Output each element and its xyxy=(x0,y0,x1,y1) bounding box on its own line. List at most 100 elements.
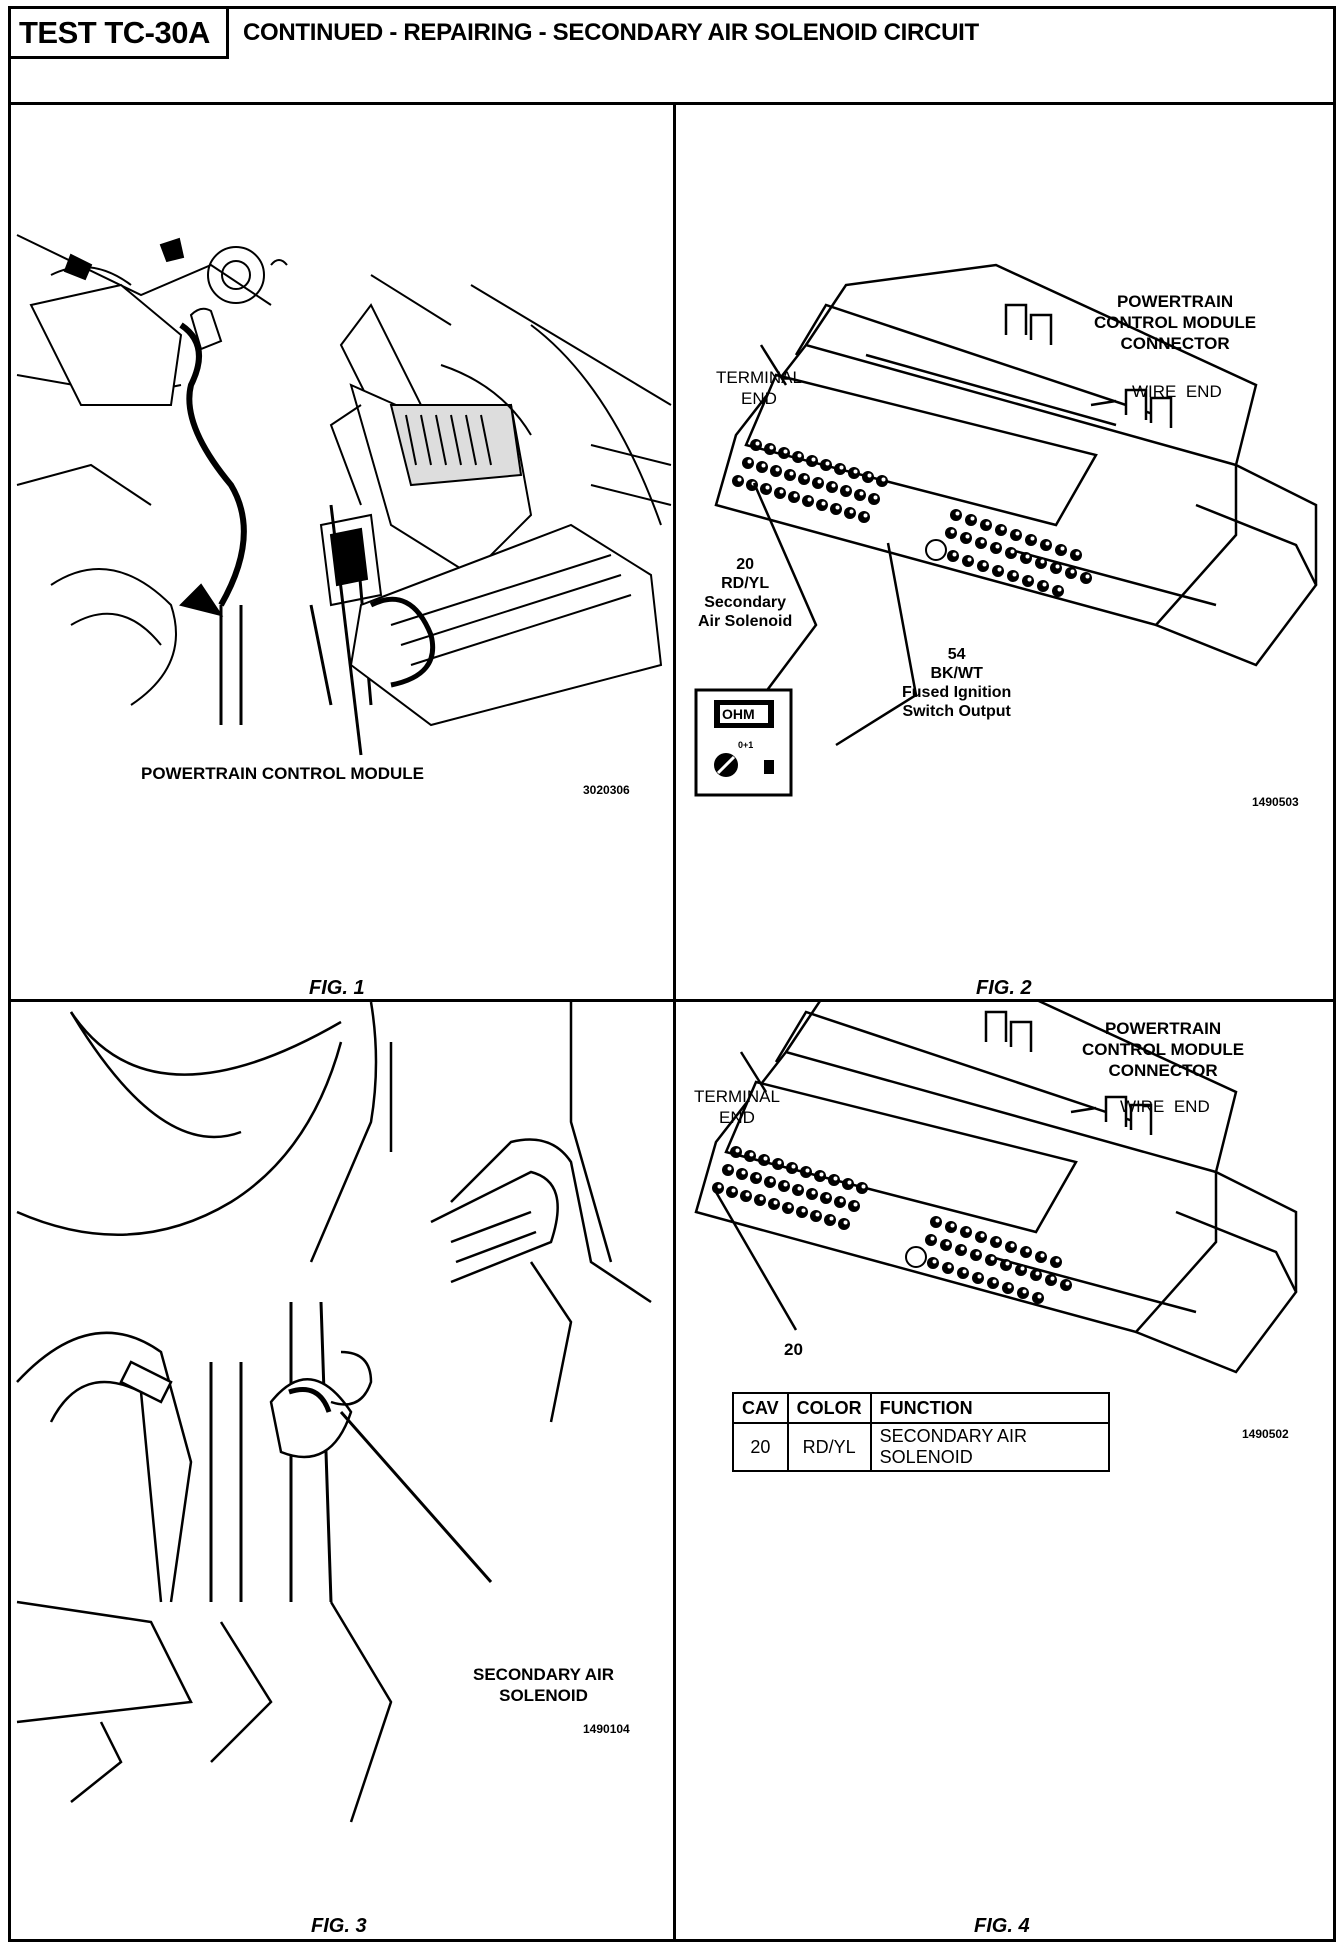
connector-pin xyxy=(862,471,874,483)
connector-pin xyxy=(868,493,880,505)
connector-pin xyxy=(712,1182,724,1194)
connector-pin xyxy=(1037,580,1049,592)
connector-pin-highlight xyxy=(759,1196,764,1201)
horizontal-divider xyxy=(11,999,1333,1002)
connector-pin-highlight xyxy=(833,1176,838,1181)
fig4-pin-label: 20 xyxy=(784,1340,803,1359)
connector-pin-highlight xyxy=(843,1220,848,1225)
connector-pin xyxy=(740,1190,752,1202)
connector-pin xyxy=(940,1239,952,1251)
connector-pin-highlight xyxy=(825,1194,830,1199)
cell-color: RD/YL xyxy=(786,1422,872,1472)
connector-pin xyxy=(970,1249,982,1261)
connector-pin-highlight xyxy=(997,567,1002,572)
connector-pin xyxy=(1070,549,1082,561)
test-id: TEST TC-30A xyxy=(11,9,229,59)
connector-pin-highlight xyxy=(932,1259,937,1264)
connector-pin xyxy=(784,469,796,481)
connector-pin-highlight xyxy=(935,1218,940,1223)
connector-pin-highlight xyxy=(995,544,1000,549)
connector-pin-highlight xyxy=(863,513,868,518)
connector-pin-highlight xyxy=(1037,1294,1042,1299)
connector-pin-highlight xyxy=(960,1246,965,1251)
connector-pin-highlight xyxy=(1085,574,1090,579)
connector-pin-highlight xyxy=(783,449,788,454)
connector-pin-highlight xyxy=(821,501,826,506)
fig2-meter-display: OHM xyxy=(722,706,755,722)
fig4-code: 1490502 xyxy=(1242,1427,1289,1441)
connector-pin xyxy=(1030,1269,1042,1281)
connector-pin-highlight xyxy=(1075,551,1080,556)
connector-pin xyxy=(987,1277,999,1289)
connector-pin xyxy=(750,1172,762,1184)
fig1-engine-illustration xyxy=(16,234,672,756)
connector-pin-highlight xyxy=(1025,1248,1030,1253)
connector-pin-highlight xyxy=(1015,531,1020,536)
connector-pin xyxy=(792,451,804,463)
connector-pin-highlight xyxy=(950,1223,955,1228)
connector-pin xyxy=(975,1231,987,1243)
connector-pin-highlight xyxy=(1060,546,1065,551)
connector-pin xyxy=(840,485,852,497)
connector-pin-highlight xyxy=(755,441,760,446)
fig3-solenoid-illustration xyxy=(16,1002,652,1823)
connector-pin-highlight xyxy=(1055,564,1060,569)
connector-pin-highlight xyxy=(793,493,798,498)
connector-pin xyxy=(945,1221,957,1233)
connector-pin-highlight xyxy=(1040,1253,1045,1258)
connector-pin xyxy=(927,1257,939,1269)
cell-function: SECONDARY AIR SOLENOID xyxy=(869,1422,1110,1472)
connector-pin-highlight xyxy=(839,1198,844,1203)
connector-pin xyxy=(1007,570,1019,582)
connector-pin xyxy=(826,481,838,493)
connector-pin xyxy=(1055,544,1067,556)
connector-pin-highlight xyxy=(731,1188,736,1193)
connector-pin-highlight xyxy=(945,1241,950,1246)
connector-pin-highlight xyxy=(741,1170,746,1175)
fig4-terminal-end: TERMINAL END xyxy=(694,1087,780,1127)
connector-pin-highlight xyxy=(1042,582,1047,587)
fig4-pins xyxy=(712,1146,1072,1304)
fig2-code: 1490503 xyxy=(1252,795,1299,809)
fig2-pin20-label: 20 RD/YL Secondary Air Solenoid xyxy=(698,556,793,630)
connector-pin xyxy=(774,487,786,499)
connector-pin xyxy=(814,1170,826,1182)
connector-pin-highlight xyxy=(992,1279,997,1284)
connector-pin xyxy=(744,1150,756,1162)
page-title: CONTINUED - REPAIRING - SECONDARY AIR SO… xyxy=(243,19,979,46)
connector-pin-highlight xyxy=(747,459,752,464)
connector-pin xyxy=(945,527,957,539)
connector-pin-highlight xyxy=(755,1174,760,1179)
connector-pin-highlight xyxy=(805,1168,810,1173)
header: TEST TC-30A CONTINUED - REPAIRING - SECO… xyxy=(11,9,1333,105)
connector-pin xyxy=(975,537,987,549)
connector-pin xyxy=(778,447,790,459)
connector-pin-highlight xyxy=(791,1164,796,1169)
connector-pin xyxy=(732,475,744,487)
connector-pin xyxy=(990,1236,1002,1248)
connector-pin xyxy=(1050,1256,1062,1268)
connector-pin-highlight xyxy=(1040,559,1045,564)
fig2-pin54-label: 54 BK/WT Fused Ignition Switch Output xyxy=(902,646,1012,720)
connector-pin-highlight xyxy=(761,463,766,468)
fig1-pcm-label: POWERTRAIN CONTROL MODULE xyxy=(141,764,425,783)
connector-pin xyxy=(726,1186,738,1198)
connector-pin-highlight xyxy=(1010,549,1015,554)
connector-pin-highlight xyxy=(835,505,840,510)
connector-pin xyxy=(772,1158,784,1170)
fig2-pins xyxy=(732,439,1092,597)
connector-pin xyxy=(758,1154,770,1166)
connector-pin xyxy=(756,461,768,473)
connector-pin xyxy=(1020,552,1032,564)
connector-pin-highlight xyxy=(787,1204,792,1209)
connector-pin-highlight xyxy=(1005,1261,1010,1266)
table-row: 20 RD/YL SECONDARY AIR SOLENOID xyxy=(732,1422,1110,1472)
connector-pin-highlight xyxy=(815,1212,820,1217)
fig2-connector-illustration xyxy=(694,263,1318,797)
connector-pin-highlight xyxy=(1027,577,1032,582)
connector-pin xyxy=(1022,575,1034,587)
connector-pin xyxy=(722,1164,734,1176)
connector-pin xyxy=(786,1162,798,1174)
connector-pin xyxy=(930,1216,942,1228)
connector-pin-highlight xyxy=(985,521,990,526)
